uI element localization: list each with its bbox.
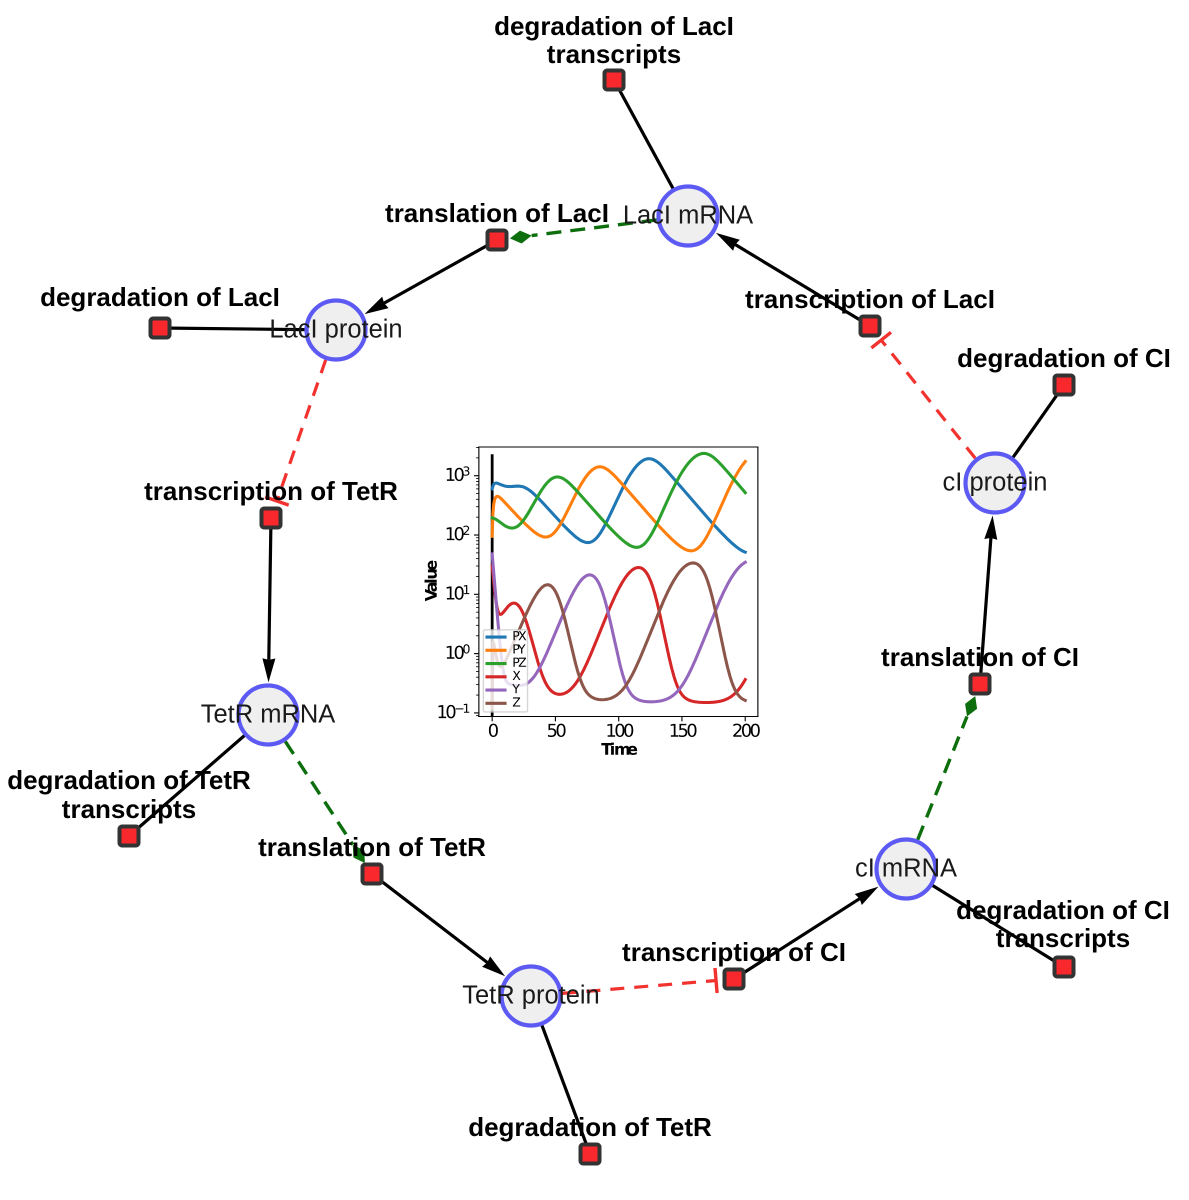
svg-text:degradation of TetR: degradation of TetR: [468, 1112, 712, 1142]
svg-text:degradation of LacI: degradation of LacI: [40, 282, 280, 312]
svg-text:transcripts: transcripts: [996, 923, 1130, 953]
svg-text:transcription of TetR: transcription of TetR: [144, 476, 398, 506]
svg-text:transcripts: transcripts: [62, 794, 196, 824]
svg-text:cI protein: cI protein: [943, 469, 1048, 497]
svg-text:degradation of TetR: degradation of TetR: [7, 765, 251, 795]
svg-text:degradation of CI: degradation of CI: [957, 343, 1171, 373]
svg-text:LacI protein: LacI protein: [269, 316, 402, 344]
svg-text:translation of LacI: translation of LacI: [385, 198, 609, 228]
svg-text:transcription of CI: transcription of CI: [622, 937, 846, 967]
svg-text:translation of TetR: translation of TetR: [258, 832, 486, 862]
svg-text:degradation of CI: degradation of CI: [956, 895, 1170, 925]
svg-text:translation of CI: translation of CI: [881, 642, 1079, 672]
svg-text:cI mRNA: cI mRNA: [855, 855, 957, 883]
svg-text:degradation of LacI: degradation of LacI: [494, 11, 734, 41]
svg-text:TetR protein: TetR protein: [462, 982, 600, 1010]
svg-text:transcription of LacI: transcription of LacI: [745, 284, 995, 314]
svg-text:transcripts: transcripts: [547, 39, 681, 69]
svg-text:LacI mRNA: LacI mRNA: [623, 202, 753, 230]
svg-text:TetR mRNA: TetR mRNA: [201, 701, 336, 729]
